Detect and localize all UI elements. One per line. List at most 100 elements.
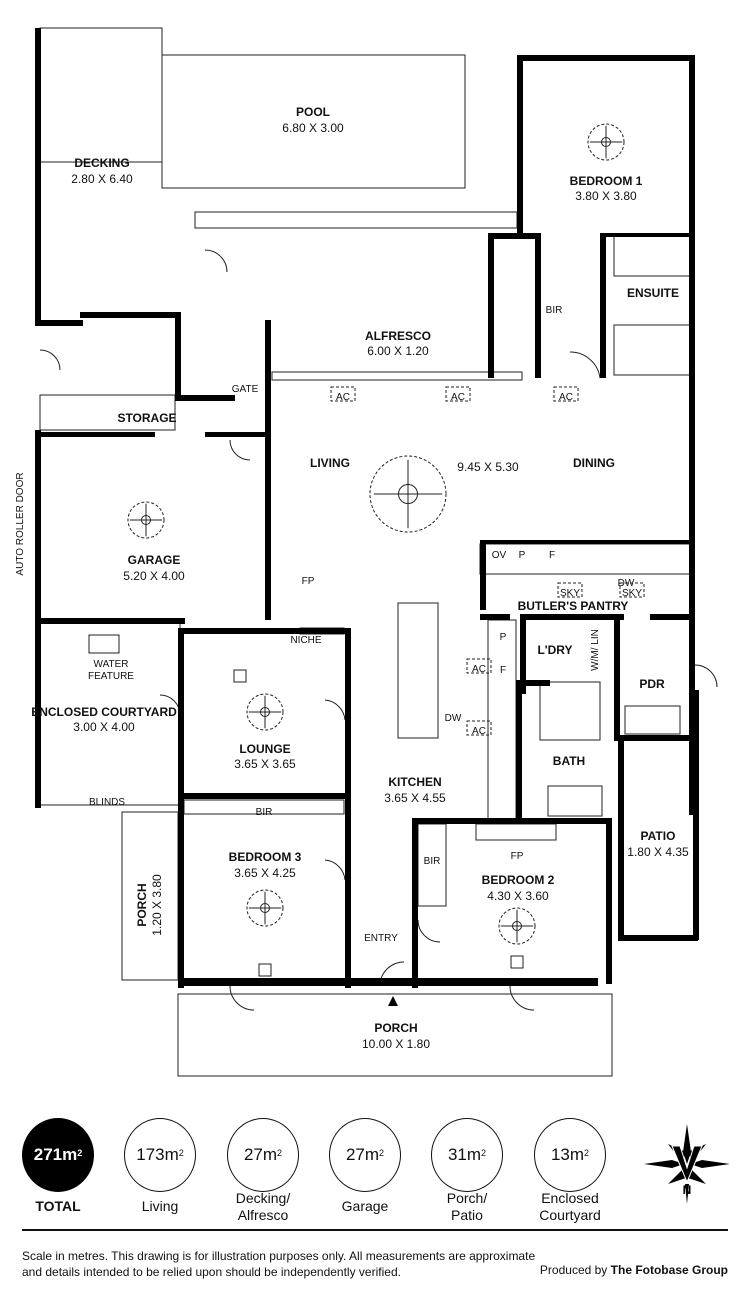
fixture-ov: OV	[492, 550, 507, 561]
north-compass-icon: N	[644, 1124, 730, 1204]
door-swing	[569, 351, 601, 379]
wall	[178, 628, 184, 983]
label-gate: GATE	[232, 384, 259, 395]
wall	[412, 978, 418, 988]
room-name-bedroom3: BEDROOM 3	[229, 850, 302, 864]
kitchen-island	[397, 602, 439, 739]
wall	[35, 618, 41, 808]
wall	[412, 818, 612, 824]
label-water-feature: WATER	[94, 659, 129, 670]
room-size-bedroom2: 4.30 X 3.60	[487, 889, 549, 903]
room-name-alfresco: ALFRESCO	[365, 329, 431, 343]
ensuite-shower	[613, 324, 691, 376]
pool-edge	[194, 211, 518, 229]
room-size-living-dining: 9.45 X 5.30	[457, 460, 519, 474]
room-name-porch-side: PORCH	[135, 883, 149, 926]
kitchen-bench	[487, 619, 517, 821]
room-size-kitchen: 3.65 X 4.55	[384, 791, 446, 805]
unit-superscript: 2	[379, 1148, 385, 1158]
wall	[693, 690, 699, 940]
wall	[517, 55, 523, 238]
fp-hearth	[475, 823, 557, 841]
stat-value: 13m	[550, 1145, 585, 1164]
wall	[516, 680, 522, 820]
door-swing	[39, 349, 61, 371]
label-auto-roller-door: AUTO ROLLER DOOR	[15, 472, 26, 575]
fixture-ac: AC	[336, 392, 350, 403]
wall	[618, 935, 698, 941]
fixture-p: P	[500, 632, 507, 643]
room-name-butlers-pantry: BUTLER'S PANTRY	[518, 599, 629, 613]
wall	[412, 818, 418, 986]
ac-box	[445, 386, 471, 402]
fixture-p: P	[519, 550, 526, 561]
ac-box	[466, 720, 492, 736]
unit-superscript: 2	[481, 1148, 487, 1158]
room-name-entry: ENTRY	[364, 933, 398, 944]
wall	[517, 55, 695, 61]
stat-value: 271m	[33, 1145, 78, 1164]
wall	[600, 233, 606, 378]
room-size-bedroom3: 3.65 X 4.25	[234, 866, 296, 880]
wall	[606, 233, 694, 237]
fixture-dw: DW	[445, 713, 462, 724]
ac-box	[619, 582, 645, 598]
room-name-patio: PATIO	[641, 829, 676, 843]
room-name-storage: STORAGE	[117, 411, 176, 425]
room-name-bir1: BIR	[546, 305, 563, 316]
produced-by-name: The Fotobase Group	[610, 1263, 728, 1277]
fixture-f: F	[549, 550, 555, 561]
room-name-dining: DINING	[573, 456, 615, 470]
ceiling-fan-icon	[587, 123, 625, 161]
wall	[535, 233, 541, 378]
room-size-garage: 5.20 X 4.00	[123, 569, 185, 583]
wall	[650, 614, 695, 620]
room-name-garage: GARAGE	[128, 553, 181, 567]
fixture-ac: AC	[472, 664, 486, 675]
pantry-bench	[479, 543, 691, 575]
fixture-sky: SKY	[622, 588, 642, 599]
light-icon	[258, 963, 272, 977]
room-name-living: LIVING	[310, 456, 350, 470]
wall	[35, 432, 41, 622]
light-icon	[233, 669, 247, 683]
entry-arrow-icon	[388, 996, 398, 1006]
room-size-alfresco: 6.00 X 1.20	[367, 344, 429, 358]
bath-tub	[547, 785, 603, 817]
stat-label: Garage	[341, 1198, 389, 1214]
wall	[35, 432, 155, 437]
wall	[178, 628, 348, 634]
wall	[606, 818, 612, 984]
decking-outline	[39, 27, 163, 163]
wall	[480, 614, 510, 620]
door-swing	[694, 664, 718, 688]
fixture-ac: AC	[559, 392, 573, 403]
room-name-laundry: L'DRY	[537, 643, 572, 657]
stat-label: Decking/ Alfresco	[235, 1190, 291, 1223]
label-water-feature: FEATURE	[88, 671, 134, 682]
fixture-ac: AC	[451, 392, 465, 403]
room-name-decking: DECKING	[74, 156, 129, 170]
ceiling-fan-icon	[246, 693, 284, 731]
stat-value: 27m	[345, 1145, 380, 1164]
room-name-bir2: BIR	[424, 856, 441, 867]
fixture-fp: FP	[511, 851, 524, 862]
room-size-porch: 10.00 X 1.80	[362, 1037, 430, 1051]
wall	[480, 540, 692, 544]
wall	[520, 614, 526, 694]
room-name-pdr: PDR	[639, 677, 665, 691]
stat-label: TOTAL	[35, 1198, 81, 1214]
wall	[228, 432, 271, 437]
wall	[689, 55, 695, 815]
door-swing	[229, 439, 251, 461]
ensuite-bath	[613, 235, 691, 277]
wall	[178, 978, 598, 986]
